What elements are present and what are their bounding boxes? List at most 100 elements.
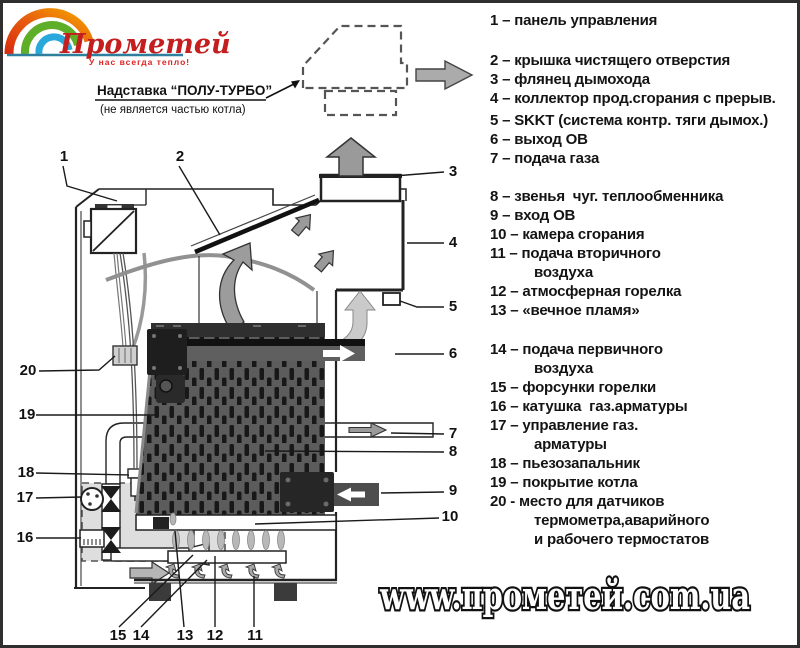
gas-valves	[79, 468, 143, 553]
water-outlet-pipe	[112, 329, 365, 403]
legend-item-5: 5 – SKKT (система контр. тяги дымох.)	[490, 112, 769, 129]
flame-icon	[232, 530, 240, 550]
callout-number-7: 7	[449, 425, 457, 442]
legend-item-4: 4 – коллектор прод.сгорания с прерыв.	[490, 90, 776, 107]
callout-leader-20	[38, 355, 116, 372]
callout-number-15: 15	[110, 627, 127, 644]
callout-number-16: 16	[17, 529, 34, 546]
secondary-air-arrows	[165, 563, 286, 579]
legend-item-10: 10 – камера сгорания	[490, 226, 645, 243]
legend-item-19: 19 – покрытие котла	[490, 474, 638, 491]
legend-item-17: 17 – управление газ.арматуры	[490, 416, 795, 454]
water-inlet-pipe	[280, 472, 379, 512]
prometey-logo: Прометей У нас всегда тепло!	[4, 8, 231, 67]
logo-arc-green	[20, 21, 82, 55]
callout-leader-7	[390, 432, 445, 435]
legend-item-7: 7 – подача газа	[490, 150, 600, 167]
callout-leader-15	[118, 554, 194, 628]
gas-control-knob	[80, 487, 104, 511]
burner-tube	[167, 550, 287, 564]
legend-item-1: 1 – панель управления	[490, 12, 658, 29]
callout-number-6: 6	[449, 345, 457, 362]
flame-icon	[217, 530, 225, 550]
legend-item-13: 13 – «вечное пламя»	[490, 302, 640, 319]
callout-number-13: 13	[177, 627, 194, 644]
legend-item-3: 3 – флянец дымохода	[490, 71, 650, 88]
callout-leader-13	[174, 530, 185, 628]
site-watermark: www.прометей.com.ua	[379, 573, 750, 618]
callout-number-3: 3	[449, 163, 457, 180]
control-panel	[83, 204, 138, 255]
legend-item-6: 6 – выход ОВ	[490, 131, 588, 148]
callout-number-14: 14	[133, 627, 150, 644]
callout-leader-9	[380, 491, 445, 494]
secondary-air-arrow-icon	[191, 563, 206, 579]
legend-item-16: 16 – катушка газ.арматуры	[490, 398, 688, 415]
polu-turbo-flow-arrow-icon	[415, 59, 474, 91]
callout-number-8: 8	[449, 443, 457, 460]
pilot-burner	[153, 517, 169, 529]
flue-exhaust-arrow-icon	[324, 137, 378, 177]
callout-leader-8	[264, 450, 445, 453]
parts-legend: 1 – панель управления 2 – крышка чистящег…	[490, 11, 795, 549]
logo-tagline: У нас всегда тепло!	[89, 57, 190, 67]
callout-leader-5	[399, 300, 444, 308]
logo-arc-blue	[35, 33, 73, 55]
boiler-foot	[149, 583, 171, 601]
legend-item-9: 9 – вход ОВ	[490, 207, 576, 224]
secondary-air-arrow-icon	[245, 563, 260, 579]
skkt-sensor	[382, 292, 401, 306]
annotation-note: (не является частью котла)	[100, 104, 246, 116]
callout-number-17: 17	[17, 489, 34, 506]
logo-title: Прометей	[59, 29, 231, 60]
legend-item-2: 2 – крышка чистящего отверстия	[490, 52, 731, 69]
callout-number-2: 2	[176, 148, 184, 165]
legend-item-8: 8 – звенья чуг. теплообменника	[490, 188, 724, 205]
boiler-diagram: Прометей У нас всегда тепло! Надставка “…	[4, 8, 752, 644]
legend-item-18: 18 – пьезозапальник	[490, 455, 640, 472]
callout-number-19: 19	[19, 406, 36, 423]
callout-leader-1	[62, 165, 118, 202]
flame-icon	[262, 530, 270, 550]
boiler-foot	[274, 583, 297, 601]
callout-leader-10	[254, 517, 440, 525]
polu-turbo-dashed-outline	[301, 24, 409, 117]
gas-inlet-arrow-icon	[348, 422, 388, 438]
combustion-chamber	[135, 512, 337, 564]
flue-collector	[319, 173, 407, 580]
callout-leader-2	[178, 165, 221, 236]
legend-item-20-cont: термометра,аварийного	[534, 512, 710, 529]
callout-leader-18	[35, 472, 130, 476]
callout-number-20: 20	[20, 362, 37, 379]
flue-gas-arrow-icon	[310, 244, 341, 276]
secondary-air-arrow-icon	[218, 563, 233, 579]
callout-number-11: 11	[247, 627, 263, 644]
legend-item-15: 15 – форсунки горелки	[490, 379, 657, 396]
annotation-title: Надставка “ПОЛУ-ТУРБО”	[97, 83, 272, 98]
callout-number-4: 4	[449, 234, 458, 251]
callout-number-12: 12	[207, 627, 224, 644]
callout-number-10: 10	[442, 508, 459, 525]
flame-icon	[187, 530, 195, 550]
polu-turbo-annotation: Надставка “ПОЛУ-ТУРБО” (не является част…	[95, 80, 300, 116]
callout-number-18: 18	[18, 464, 35, 481]
primary-air-arrow-icon	[129, 560, 171, 586]
callout-leader-17	[35, 496, 83, 499]
legend-item-12: 12 – атмосферная горелка	[490, 283, 682, 300]
burner-flames	[172, 530, 285, 550]
callout-number-1: 1	[60, 148, 68, 165]
annotation-arrowhead	[291, 80, 300, 89]
callout-number-9: 9	[449, 482, 457, 499]
flame-icon	[247, 530, 255, 550]
legend-item-20-cont: и рабочего термостатов	[534, 531, 710, 548]
cleaning-cover	[190, 194, 320, 326]
callout-number-5: 5	[449, 298, 457, 315]
legend-item-14-cont: воздуха	[534, 360, 593, 377]
flame-icon	[277, 530, 285, 550]
legend-item-11-cont: воздуха	[534, 264, 593, 281]
